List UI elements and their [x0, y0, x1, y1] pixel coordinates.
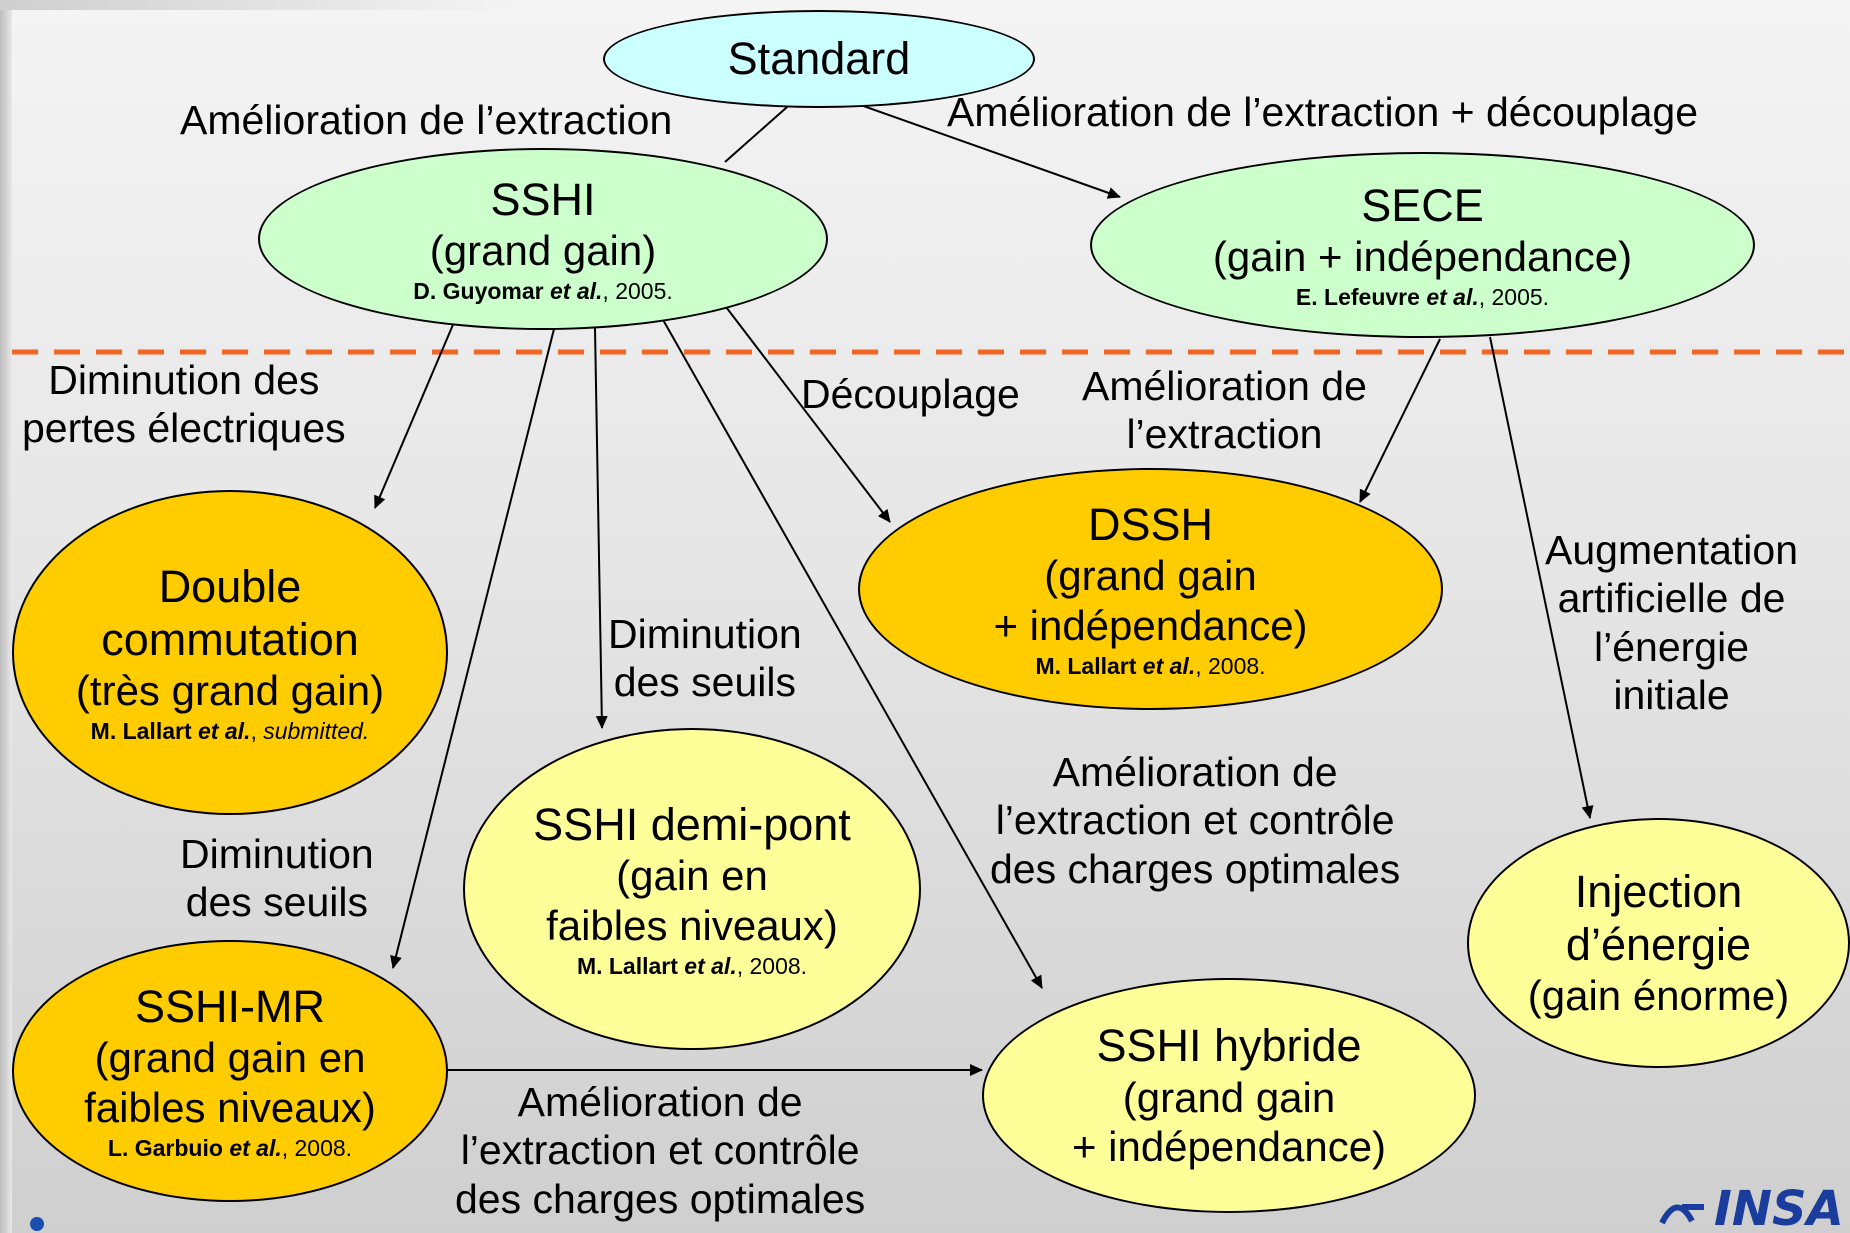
bullet-decor — [30, 1217, 44, 1231]
edge-sshi-sshimr — [390, 324, 556, 969]
left-decor-bar — [0, 0, 12, 1233]
edge-sshi-dssh — [722, 302, 891, 523]
node-standard-title: Standard — [727, 33, 911, 85]
node-sshimr-citation: L. Garbuio et al., 2008. — [107, 1134, 353, 1161]
node-demipont-sub1: (gain en — [616, 852, 768, 900]
label-standard-sece: Amélioration de l’extraction + découplag… — [947, 89, 1698, 135]
svg-text:INSA: INSA — [1714, 1181, 1842, 1233]
node-sshimr-title: SSHI-MR — [135, 981, 325, 1033]
node-demipont-sub2: faibles niveaux) — [546, 901, 838, 949]
node-double-line1: Double — [158, 561, 302, 613]
node-dssh-sub2: + indépendance) — [993, 601, 1308, 649]
insa-logo: INSA — [1659, 1181, 1842, 1233]
node-hybride-sub1: (grand gain — [1122, 1073, 1336, 1121]
edge-standard-sshi — [724, 99, 796, 163]
node-sshi-title: SSHI — [490, 174, 596, 226]
node-sece: SECE (gain + indépendance) E. Lefeuvre e… — [1090, 152, 1755, 338]
node-demipont-title: SSHI demi-pont — [533, 799, 851, 851]
top-decor-bar — [0, 0, 520, 10]
edge-sshi-hybride — [661, 317, 1043, 989]
node-dssh-title: DSSH — [1087, 499, 1214, 551]
node-injection-sub: (gain énorme) — [1527, 972, 1790, 1020]
edge-sece-dssh — [1359, 338, 1441, 503]
node-sshi-hybride: SSHI hybride (grand gain + indépendance) — [982, 978, 1476, 1213]
edge-sece-injection — [1489, 336, 1594, 819]
node-injection: Injection d’énergie (gain énorme) — [1467, 818, 1850, 1068]
node-sshimr-sub1: (grand gain en — [94, 1034, 366, 1082]
node-sshi-mr: SSHI-MR (grand gain en faibles niveaux) … — [12, 940, 448, 1202]
edge-standard-sece — [854, 102, 1121, 199]
node-injection-line1: Injection — [1574, 866, 1743, 918]
label-standard-sshi: Amélioration de l’extraction — [180, 97, 673, 143]
node-hybride-sub2: + indépendance) — [1071, 1123, 1387, 1171]
node-dssh: DSSH (grand gain + indépendance) M. Lall… — [858, 468, 1443, 710]
node-double-commutation: Double commutation (très grand gain) M. … — [12, 490, 448, 815]
node-sshimr-sub2: faibles niveaux) — [84, 1083, 376, 1131]
node-standard: Standard — [603, 10, 1035, 108]
node-dssh-citation: M. Lallart et al., 2008. — [1035, 652, 1266, 679]
node-sshi-demi-pont: SSHI demi-pont (gain en faibles niveaux)… — [463, 728, 921, 1050]
label-decouplage: Découplage — [801, 371, 1020, 417]
node-sece-citation: E. Lefeuvre et al., 2005. — [1295, 283, 1550, 310]
node-dssh-sub1: (grand gain — [1044, 552, 1257, 600]
node-demipont-citation: M. Lallart et al., 2008. — [576, 952, 808, 979]
edge-sshi-demipont — [594, 327, 608, 729]
node-sshi-sub: (grand gain) — [429, 227, 657, 275]
node-sece-title: SECE — [1361, 180, 1484, 232]
node-sshi-citation: D. Guyomar et al., 2005. — [413, 277, 673, 304]
node-injection-line2: d’énergie — [1565, 919, 1752, 971]
node-hybride-title: SSHI hybride — [1096, 1020, 1362, 1072]
edge-sshi-double — [374, 319, 456, 509]
node-sece-sub: (gain + indépendance) — [1212, 233, 1633, 281]
node-double-sub: (très grand gain) — [75, 667, 385, 715]
node-sshi: SSHI (grand gain) D. Guyomar et al., 200… — [258, 148, 828, 330]
node-double-citation: M. Lallart et al., submitted. — [90, 717, 370, 744]
node-double-line2: commutation — [101, 614, 359, 666]
